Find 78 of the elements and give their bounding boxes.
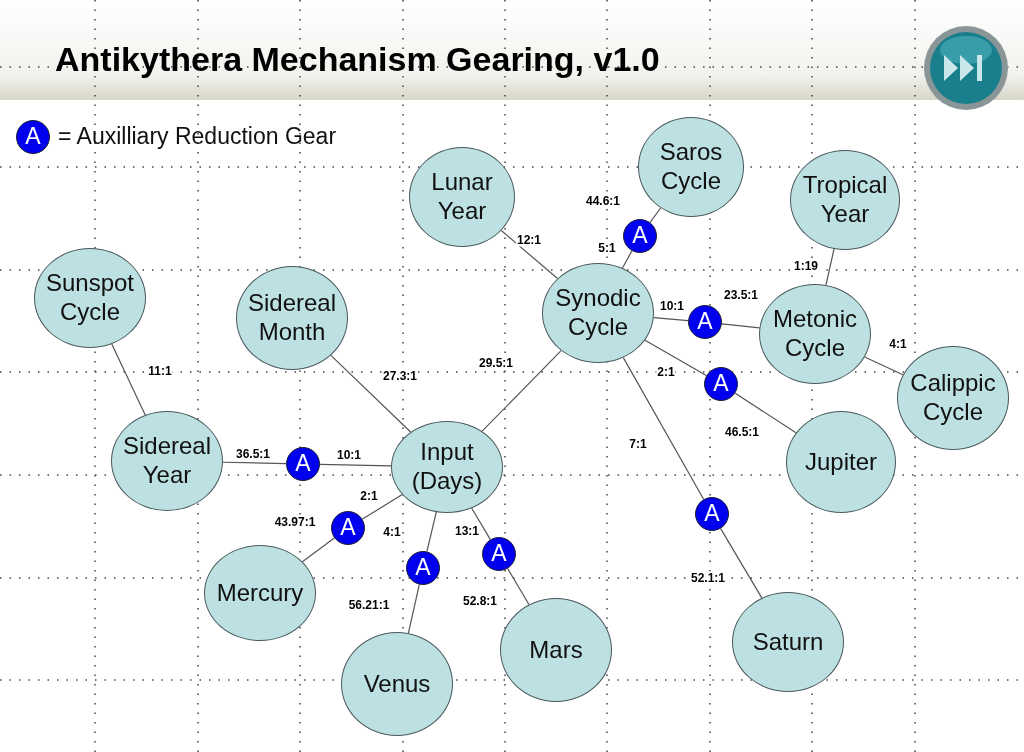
connector-line — [426, 511, 437, 553]
edge-label: 13:1 — [454, 524, 480, 538]
edge-label: 43.97:1 — [273, 515, 317, 529]
connector-line — [507, 568, 530, 606]
node-label: A — [697, 308, 713, 336]
edge-label: 2:1 — [359, 489, 379, 503]
node-label: Tropical Year — [801, 171, 889, 229]
edge-label: 1:19 — [793, 259, 819, 273]
gear-circle — [704, 367, 738, 401]
edge-label: 27.3:1 — [382, 369, 418, 383]
connector-line — [720, 528, 763, 599]
connector-line — [649, 207, 662, 223]
node-label: A — [340, 514, 356, 542]
connector-line — [330, 354, 412, 433]
edge-label: 36.5:1 — [235, 447, 271, 461]
connector-line — [825, 248, 835, 286]
edge-label: 12:1 — [516, 233, 542, 247]
gear-circle — [482, 537, 516, 571]
connector-line — [721, 323, 760, 329]
node-label: A — [295, 450, 311, 478]
node-label: Sidereal Month — [246, 289, 338, 347]
title: Antikythera Mechanism Gearing, v1.0 — [55, 40, 660, 79]
connector-line — [864, 356, 904, 376]
node-label: A — [415, 554, 431, 582]
node-label: Input (Days) — [410, 438, 484, 496]
legend-text: = Auxilliary Reduction Gear — [58, 123, 337, 150]
node-label: Calippic Cycle — [909, 369, 997, 427]
edge-label: 29.5:1 — [478, 356, 514, 370]
gear-circle — [695, 497, 729, 531]
node-label: Saturn — [752, 627, 824, 657]
edge-label: 4:1 — [382, 525, 402, 539]
connector-line — [471, 507, 491, 540]
connector-line — [481, 350, 562, 432]
connector-line — [319, 463, 392, 467]
edge-label: 10:1 — [659, 299, 685, 313]
connector-line — [361, 494, 403, 520]
connector-line — [734, 392, 797, 434]
edge-label: 52.1:1 — [690, 571, 726, 585]
node-label: Saros Cycle — [658, 138, 724, 196]
connector-line — [644, 339, 707, 377]
node-label: Mercury — [216, 578, 304, 608]
node-label: Venus — [363, 669, 431, 699]
node-label: A — [491, 540, 507, 568]
gear-circle — [286, 447, 320, 481]
node-label: Sidereal Year — [121, 432, 213, 490]
connector-line — [407, 584, 420, 634]
gear-circle — [623, 219, 657, 253]
connector-line — [222, 461, 287, 465]
node-label: A — [25, 123, 41, 151]
edge-label: 11:1 — [147, 364, 173, 378]
gear-circle — [331, 511, 365, 545]
node-label: A — [632, 222, 648, 250]
edge-label: 10:1 — [336, 448, 362, 462]
connector-line — [653, 317, 689, 322]
edge-label: 52.8:1 — [462, 594, 498, 608]
node-label: Lunar Year — [430, 168, 494, 226]
gear-circle — [16, 120, 50, 154]
node-label: A — [704, 500, 720, 528]
gear-circle — [406, 551, 440, 585]
edge-label: 2:1 — [656, 365, 676, 379]
connector-line — [500, 229, 559, 280]
edge-label: 7:1 — [628, 437, 648, 451]
node-label: Mars — [529, 635, 583, 665]
edge-label: 44.6:1 — [585, 194, 621, 208]
node-label: Sunspot Cycle — [44, 269, 136, 327]
node-label: Metonic Cycle — [771, 305, 858, 363]
connector-line — [622, 357, 705, 500]
connector-line — [111, 343, 146, 416]
connector-line — [621, 250, 633, 269]
edge-label: 5:1 — [597, 241, 617, 255]
node-label: A — [713, 370, 729, 398]
edge-label: 23.5:1 — [723, 288, 759, 302]
node-label: Jupiter — [804, 447, 877, 477]
connector-line — [301, 537, 335, 563]
edge-label: 46.5:1 — [724, 425, 760, 439]
edge-label: 56.21:1 — [347, 598, 391, 612]
gear-circle — [688, 305, 722, 339]
node-label: Synodic Cycle — [554, 284, 642, 342]
